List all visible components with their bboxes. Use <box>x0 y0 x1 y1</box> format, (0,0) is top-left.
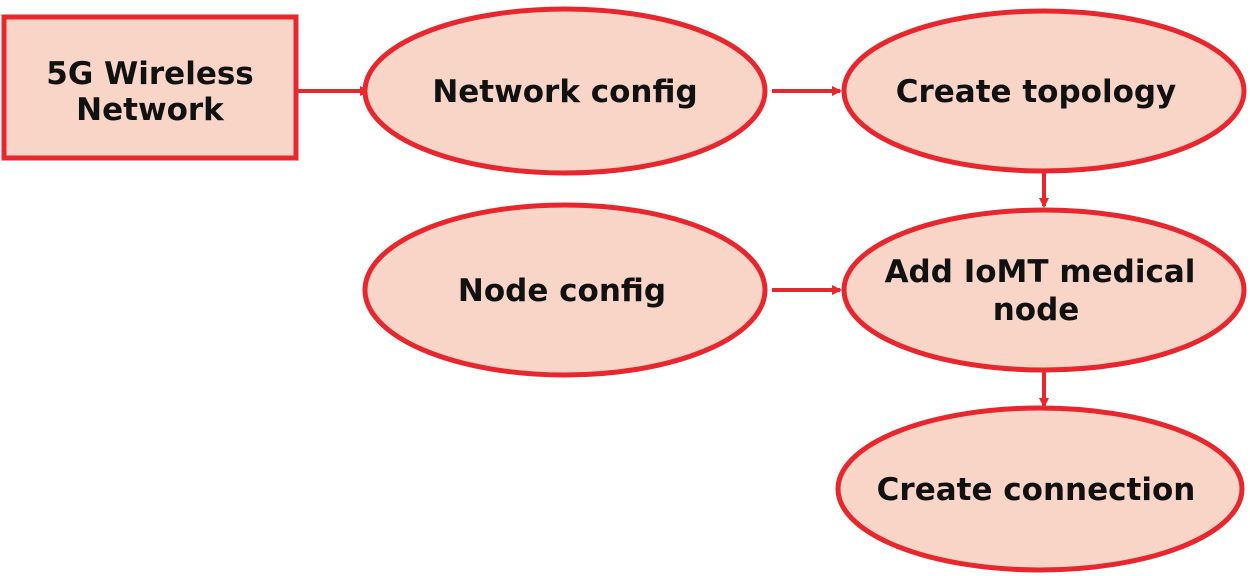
node-network-config-shape <box>362 6 768 176</box>
node-add-iomt-medical-node: Add IoMT medical node <box>841 207 1247 373</box>
node-node-config-shape <box>362 202 768 378</box>
node-create-topology: Create topology <box>841 8 1247 174</box>
node-create-topology-label: Create topology <box>896 74 1177 110</box>
node-node-config: Node config <box>362 202 768 378</box>
connectors <box>298 86 1049 408</box>
node-network-config: Network config <box>362 6 768 176</box>
node-5g-wireless-network-line2: Network <box>76 92 225 128</box>
node-5g-wireless-network-shape <box>1 14 299 161</box>
node-add-iomt-medical-node-line2: node <box>993 292 1080 328</box>
node-node-config-label: Node config <box>458 273 666 309</box>
node-create-connection: Create connection <box>835 405 1245 573</box>
node-create-connection-label: Create connection <box>877 472 1196 508</box>
node-add-iomt-medical-node-line1: Add IoMT medical <box>885 254 1196 290</box>
node-5g-wireless-network-line1: 5G Wireless <box>46 56 254 92</box>
node-create-topology-shape <box>841 8 1247 174</box>
node-create-connection-shape <box>835 405 1245 573</box>
node-5g-wireless-network: 5G Wireless Network <box>1 14 299 161</box>
node-add-iomt-medical-node-shape <box>841 207 1247 373</box>
node-network-config-label: Network config <box>432 74 697 110</box>
